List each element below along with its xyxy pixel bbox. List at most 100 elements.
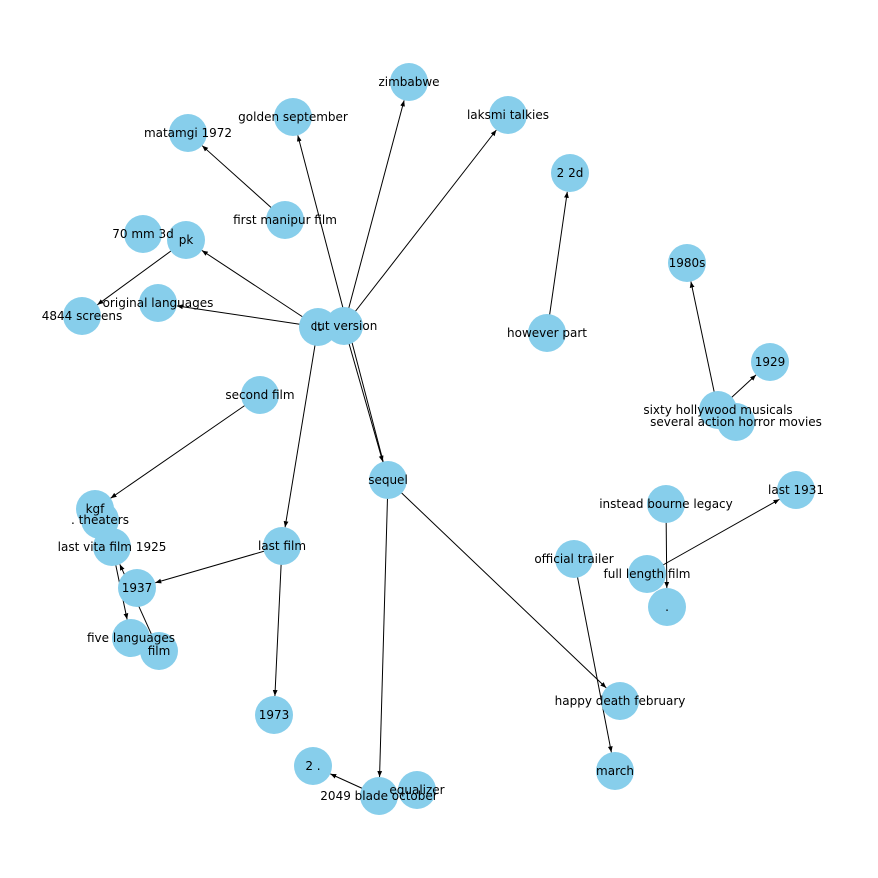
edges-layer [97,100,780,797]
edge-sequel-to-blade [377,479,389,778]
node-circle [751,343,789,381]
edge-fulllen-to-last1931 [646,498,780,575]
node-happy [601,682,639,720]
node-label-equalizer: equalizer [389,783,444,797]
node-circle [63,297,101,335]
node-label-second: second film [225,388,294,402]
node-circle [274,98,312,136]
node-label-vita: last vita film 1925 [58,540,167,554]
node-twod [551,154,589,192]
node-pk [167,221,205,259]
node-label-manipur: first manipur film [233,213,337,227]
node-label-bourne: instead bourne legacy [599,497,733,511]
node-sequel [369,461,407,499]
node-twodot [294,747,332,785]
node-label-fivelang: five languages [87,631,175,645]
node-trailer [555,540,593,578]
node-film [140,632,178,670]
node-mm70 [124,215,162,253]
node-circle [167,221,205,259]
node-label-fulllen: full length film [604,567,691,581]
node-label-cutv: cut version [311,319,378,333]
node-last1931 [777,471,815,509]
node-circle [717,403,755,441]
edge-trailer-to-march [573,558,613,753]
node-label-theaters: . theaters [71,513,129,527]
node-circle [263,527,301,565]
node-cutv [325,307,363,345]
node-label-s1980: 1980s [669,256,706,270]
node-label-trailer: official trailer [534,552,613,566]
node-circle [601,682,639,720]
edge-lastfilm-to-y1937 [155,545,283,584]
node-circle [489,96,527,134]
node-label-laksmi: laksmi talkies [467,108,549,122]
node-bourne [647,485,685,523]
node-y1973 [255,696,293,734]
edge-cutv-to-sequel [343,325,384,462]
node-label-last1931: last 1931 [768,483,824,497]
node-label-orig: original languages [103,296,214,310]
edge-however-to-twod [546,191,569,334]
node-label-y1929: 1929 [755,355,786,369]
node-equalizer [398,771,436,809]
node-matamgi [169,114,207,152]
edge-cutv-to-laksmi [343,129,497,327]
node-circle [369,461,407,499]
node-label-however: however part [507,326,587,340]
node-circle [777,471,815,509]
edge-it-to-orig [176,304,319,328]
node-s1980 [668,244,706,282]
node-label-screens: 4844 screens [42,309,123,323]
node-label-twod: 2 2d [557,166,584,180]
node-circle [139,284,177,322]
node-label-happy: happy death february [555,694,686,708]
node-vita [93,528,131,566]
node-circle [668,244,706,282]
node-label-twodot: 2 . [305,759,320,773]
edge-it-to-lastfilm [283,326,319,528]
node-label-march: march [596,764,634,778]
node-lastfilm [263,527,301,565]
node-circle [596,752,634,790]
node-label-lastfilm: last film [258,539,306,553]
node-circle [398,771,436,809]
node-label-blade: 2049 blade october [320,789,437,803]
node-y1929 [751,343,789,381]
node-however [528,314,566,352]
node-circle [93,528,131,566]
node-label-mm70: 70 mm 3d [112,227,174,241]
node-circle [255,696,293,734]
node-circle [140,632,178,670]
node-label-matamgi: matamgi 1972 [144,126,232,140]
node-circle [124,215,162,253]
node-orig [139,284,177,322]
edge-second-to-kgf [110,394,261,499]
node-several [717,403,755,441]
edge-cutv-to-zimbabwe [343,100,405,327]
node-label-several: several action horror movies [650,415,822,429]
node-screens [63,297,101,335]
node-zimbabwe [390,63,428,101]
node-circle [241,376,279,414]
node-circle [528,314,566,352]
node-label-it: it [314,320,322,334]
node-circle [294,747,332,785]
node-circle [169,114,207,152]
node-label-kgf: kgf [86,502,106,516]
node-label-film: film [148,644,171,658]
node-second [241,376,279,414]
node-blade [360,777,398,815]
node-fulllen [628,555,666,593]
node-label-golden: golden september [238,110,348,124]
node-label-y1973: 1973 [259,708,290,722]
edge-it-to-pk [201,250,319,328]
node-circle [628,555,666,593]
node-march [596,752,634,790]
node-label-sixty: sixty hollywood musicals [643,403,792,417]
node-label-dot: . [665,600,669,614]
edge-lastfilm-to-y1973 [272,545,283,697]
node-circle [647,485,685,523]
